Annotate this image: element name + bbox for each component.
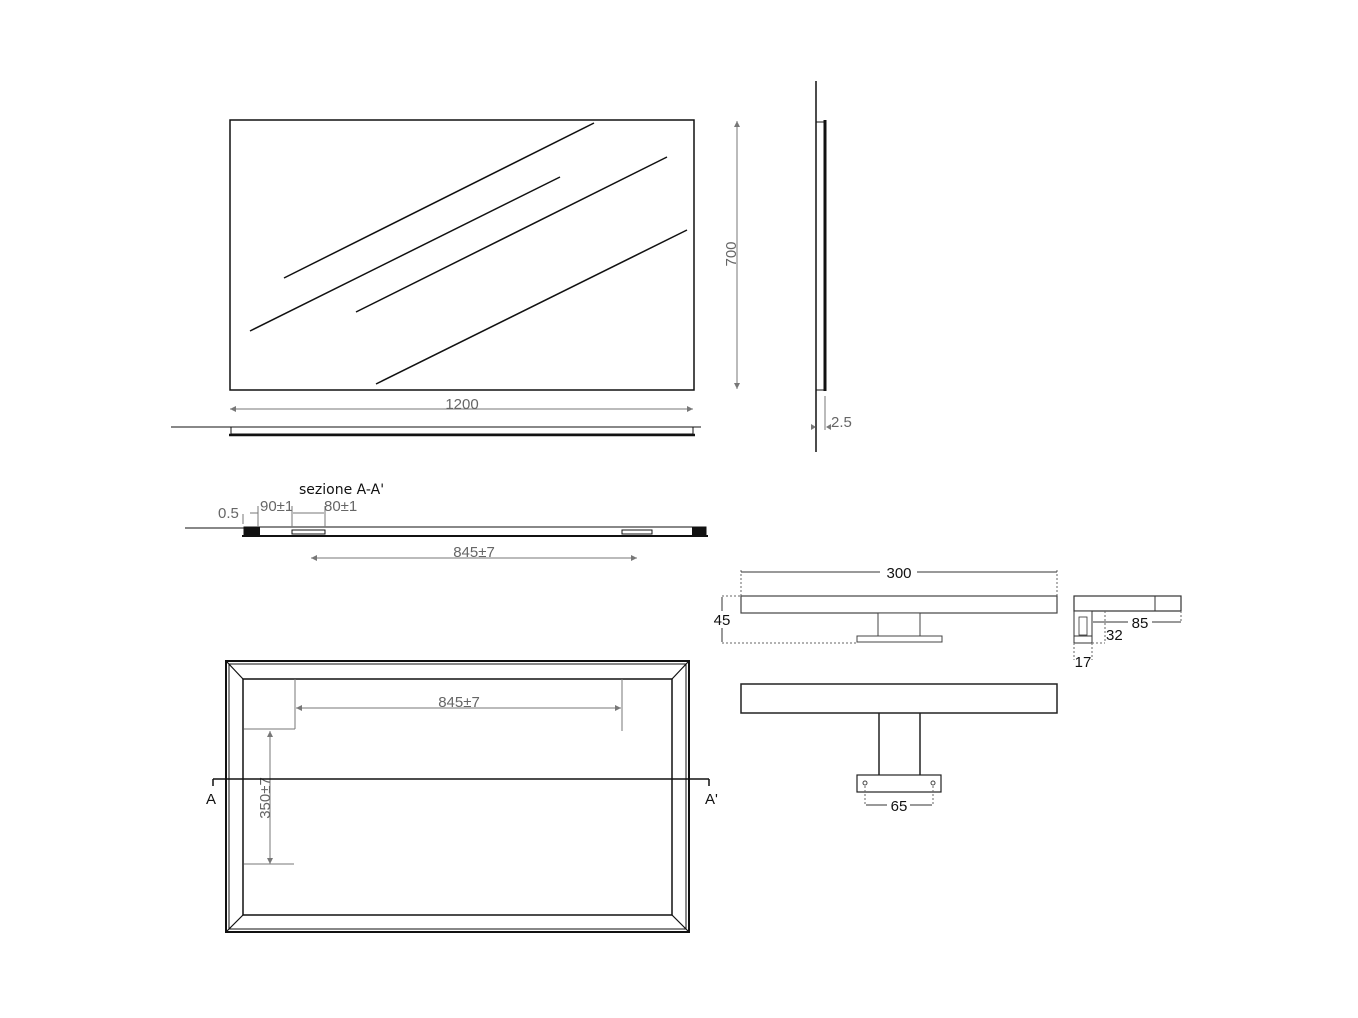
section-mark-left: A <box>206 791 216 808</box>
thickness-dimension: 2.5 <box>811 396 852 431</box>
section-mark-right: A' <box>705 791 718 808</box>
mounting-hole-icon <box>862 780 868 786</box>
bracket-left <box>291 529 326 535</box>
lamp-height-label: 45 <box>714 612 731 629</box>
mounting-hole-icon <box>930 780 936 786</box>
lamp-side-view: 85 32 17 <box>1073 595 1182 671</box>
bracket-width-label: 80±1 <box>324 498 357 515</box>
lamp-front-view: 300 45 <box>714 565 1058 644</box>
hole-spacing-label: 65 <box>891 798 908 815</box>
bottom-view <box>171 426 701 437</box>
lamp-mount-width-label: 17 <box>1075 654 1092 671</box>
lamp-top-view: 65 <box>740 683 1058 815</box>
front-view: 1200 700 <box>171 119 740 437</box>
mirror-outline <box>229 119 695 391</box>
height-label: 700 <box>723 241 740 266</box>
side-view: 2.5 <box>811 81 852 452</box>
bracket-right <box>621 529 653 535</box>
section-view: sezione A-A' 0.5 90±1 80±1 845±7 <box>185 482 708 561</box>
lamp-depth-label: 85 <box>1132 615 1149 632</box>
section-title: sezione A-A' <box>299 482 384 498</box>
vertical-spacing-label: 350±7 <box>257 777 274 819</box>
bracket-spacing-label: 845±7 <box>453 544 495 561</box>
width-dimension: 1200 <box>230 396 693 413</box>
offset-label: 90±1 <box>260 498 293 515</box>
edge-label: 0.5 <box>218 505 239 522</box>
thickness-label: 2.5 <box>831 414 852 431</box>
height-dimension: 700 <box>723 121 740 389</box>
mirror-reflection-lines <box>249 122 688 385</box>
back-view: 845±7 350±7 A A' <box>206 660 718 933</box>
lamp-length-label: 300 <box>886 565 911 582</box>
lamp-mount-height-label: 32 <box>1106 627 1123 644</box>
horizontal-spacing-label: 845±7 <box>438 694 480 711</box>
width-label: 1200 <box>445 396 478 413</box>
